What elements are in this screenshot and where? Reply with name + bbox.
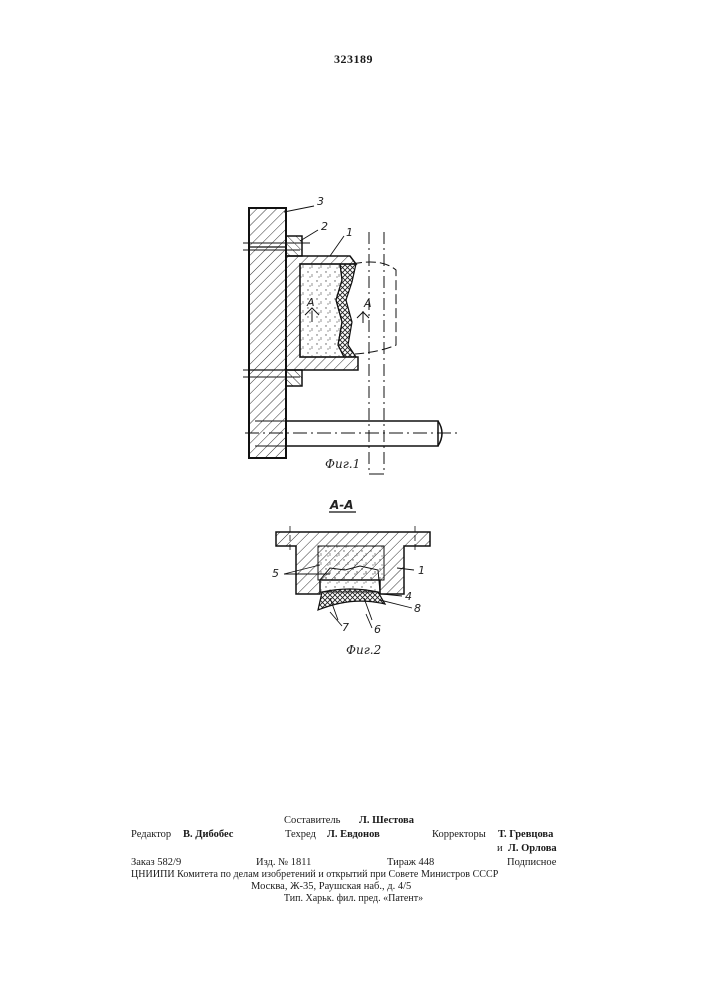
subscription: Подписное: [507, 857, 556, 868]
techred-name: Л. Евдонов: [327, 829, 380, 840]
circulation: Тираж 448: [387, 857, 434, 868]
compiler-label: Составитель: [284, 815, 340, 826]
institute-line: ЦНИИПИ Комитета по делам изобретений и о…: [131, 869, 557, 880]
edition-number: Изд. № 1811: [256, 857, 311, 868]
corrector-2-name: Л. Орлова: [508, 843, 557, 854]
printer-line: Тип. Харьк. фил. пред. «Патент»: [0, 893, 707, 904]
corrector-1-name: Т. Гревцова: [498, 829, 553, 840]
correctors-label: Корректоры: [432, 829, 486, 840]
editor-name: В. Дибобес: [183, 829, 233, 840]
order-number: Заказ 582/9: [131, 857, 181, 868]
techred-label: Техред: [285, 829, 316, 840]
address: Москва, Ж-35, Раушская наб., д. 4/5: [251, 881, 411, 892]
compiler-name: Л. Шестова: [359, 815, 414, 826]
corrector-2-prefix: и: [497, 843, 503, 854]
editor-label: Редактор: [131, 829, 171, 840]
